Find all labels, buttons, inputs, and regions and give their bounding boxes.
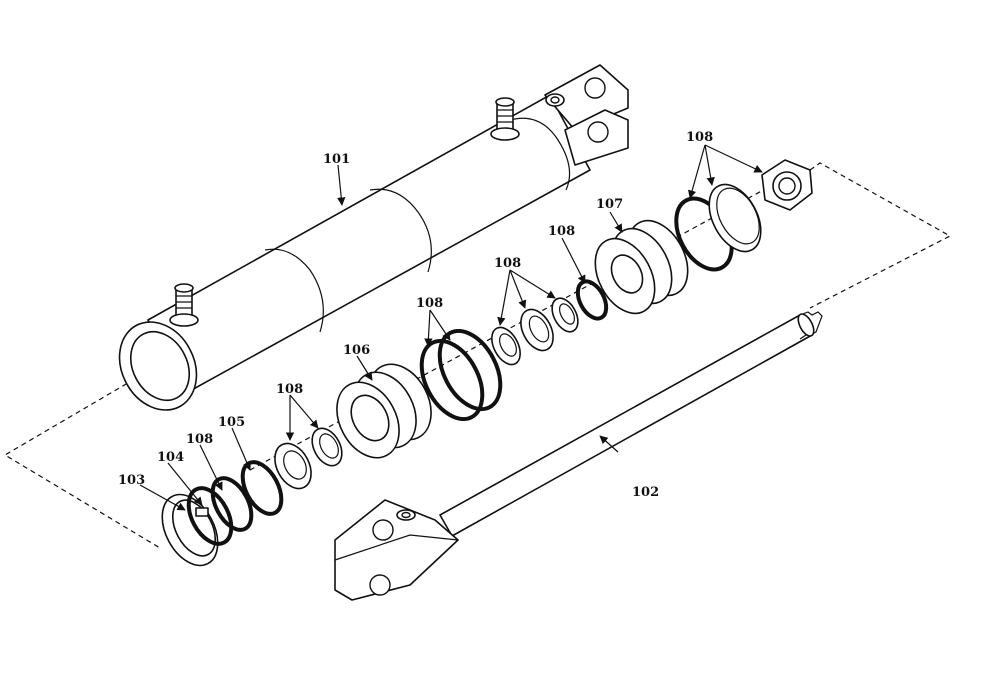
callout-107: 107 — [596, 197, 623, 212]
callout-108-b: 108 — [276, 382, 303, 397]
seal-triplet — [491, 297, 579, 366]
callout-106: 106 — [343, 343, 370, 358]
piston-seal-pair — [674, 183, 762, 272]
callout-108-e: 108 — [548, 224, 575, 239]
callout-101: 101 — [323, 152, 350, 167]
callout-105: 105 — [218, 415, 245, 430]
callout-108-f: 108 — [686, 130, 713, 145]
snap-ring — [186, 486, 234, 546]
callout-104: 104 — [157, 450, 184, 465]
callout-labels: 101 102 103 104 105 106 107 108 108 108 … — [118, 130, 713, 500]
lock-nut — [761, 159, 813, 211]
assembly-centerline — [3, 162, 952, 549]
cylinder-barrel — [118, 64, 629, 411]
cylinder-gland — [336, 363, 432, 459]
callout-108-a: 108 — [186, 432, 213, 447]
piston-rod — [334, 311, 823, 601]
hydraulic-port-front — [169, 283, 199, 327]
seal-pair-gland — [274, 427, 343, 490]
callout-102: 102 — [632, 485, 659, 500]
leader-lines — [139, 144, 763, 511]
callout-108-d: 108 — [494, 256, 521, 271]
piston — [594, 219, 689, 315]
callout-103: 103 — [118, 473, 145, 488]
callout-108-c: 108 — [416, 296, 443, 311]
hydraulic-port-rear — [490, 97, 520, 141]
